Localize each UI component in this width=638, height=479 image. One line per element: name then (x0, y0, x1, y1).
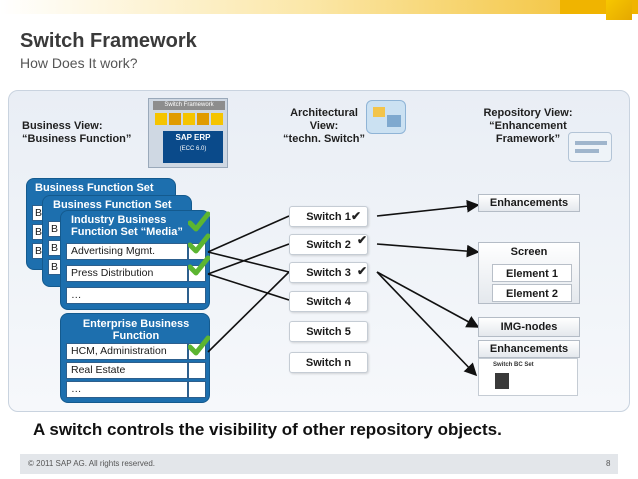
industry-set-title-line2: Function Set “Media” (71, 226, 183, 238)
switch-4[interactable]: Switch 4 (289, 291, 368, 312)
repository-line-icon (575, 149, 599, 153)
switch-bc-set-label: Switch BC Set (493, 362, 534, 368)
switch-3-check-icon: ✔ (357, 264, 368, 278)
repository-view-label: Repository View: “Enhancement Framework” (466, 107, 590, 146)
green-check-icon (188, 211, 210, 232)
module-block-icon (169, 113, 181, 125)
switch-1-check-icon: ✔ (351, 209, 362, 223)
bc-set-document-icon (495, 373, 509, 389)
repository-line-icon (575, 141, 607, 145)
architecture-icon (366, 100, 406, 134)
headline: A switch controls the visibility of othe… (33, 420, 502, 439)
slide-title: Switch Framework (20, 30, 197, 52)
element-2[interactable]: Element 2 (492, 284, 572, 302)
sap-erp-version: (ECC 6.0) (179, 146, 207, 152)
module-block-icon (155, 113, 167, 125)
switch-2-check-icon: ✔ (357, 233, 368, 247)
architectural-view-line2: View: (309, 120, 339, 132)
copyright: © 2011 SAP AG. All rights reserved. (28, 459, 155, 468)
enterprise-title-line1: Enterprise Business (82, 318, 190, 330)
business-function-enterprise-more[interactable]: … (66, 381, 188, 398)
repository-view-line3: Framework” (495, 133, 561, 145)
sap-erp-product: SAP ERP (175, 133, 211, 142)
architecture-block-icon (373, 107, 385, 117)
element-1[interactable]: Element 1 (492, 264, 572, 282)
business-function-more-cap[interactable] (188, 287, 206, 304)
sap-logo-icon (606, 0, 632, 20)
business-function-set-mid-title: Business Function Set (53, 199, 172, 211)
slide-subtitle: How Does It work? (20, 55, 138, 71)
business-function-press-distribution[interactable]: Press Distribution (66, 265, 188, 282)
footer-bar (20, 454, 618, 474)
repository-view-line2: “Enhancement (489, 120, 567, 132)
switch-5[interactable]: Switch 5 (289, 321, 368, 342)
switch-n[interactable]: Switch n (289, 352, 368, 373)
business-function-set-back-title: Business Function Set (35, 182, 154, 194)
sap-erp-box: SAP ERP (ECC 6.0) (163, 131, 223, 163)
business-function-hcm[interactable]: HCM, Administration (66, 343, 188, 360)
industry-set-title: Industry Business Function Set “Media” (71, 214, 183, 238)
brand-bar (0, 0, 638, 14)
business-function-advertising[interactable]: Advertising Mgmt. (66, 243, 188, 260)
thumbnail-caption: Switch Framework (153, 101, 225, 110)
green-check-icon (188, 255, 210, 276)
business-function-real-estate-cap[interactable] (188, 362, 206, 379)
green-check-icon (188, 233, 210, 254)
enterprise-function-title: Enterprise Business Function (61, 318, 211, 342)
business-function-enterprise-more-cap[interactable] (188, 381, 206, 398)
architectural-view-line3: “techn. Switch” (283, 133, 365, 145)
switch-3[interactable]: Switch 3 (289, 262, 368, 283)
switch-2[interactable]: Switch 2 (289, 234, 368, 255)
business-view-label: Business View: “Business Function” (22, 120, 131, 146)
business-function-more[interactable]: … (66, 287, 188, 304)
enhancements-bottom[interactable]: Enhancements (478, 340, 580, 358)
business-function-real-estate[interactable]: Real Estate (66, 362, 188, 379)
enterprise-title-line2: Function (112, 330, 160, 342)
switch-1[interactable]: Switch 1 (289, 206, 368, 227)
business-view-line2: “Business Function” (22, 133, 132, 145)
architectural-view-label: Architectural View: “techn. Switch” (270, 107, 378, 146)
img-nodes[interactable]: IMG-nodes (478, 317, 580, 337)
repository-icon (568, 132, 612, 162)
module-block-icon (183, 113, 195, 125)
enhancements-top[interactable]: Enhancements (478, 194, 580, 212)
industry-set-title-line1: Industry Business (71, 214, 167, 226)
sap-erp-thumbnail: Switch Framework SAP ERP (ECC 6.0) (148, 98, 228, 168)
module-block-icon (197, 113, 209, 125)
switch-bc-set-box[interactable]: Switch BC Set (478, 358, 578, 396)
module-block-icon (211, 113, 223, 125)
architecture-block-icon (387, 115, 401, 127)
green-check-icon (188, 335, 210, 356)
screen-label: Screen (510, 246, 548, 258)
architectural-view-line1: Architectural (290, 107, 358, 119)
repository-view-line1: Repository View: (483, 107, 573, 119)
page-number: 8 (606, 459, 611, 468)
business-view-line1: Business View: (22, 120, 103, 132)
